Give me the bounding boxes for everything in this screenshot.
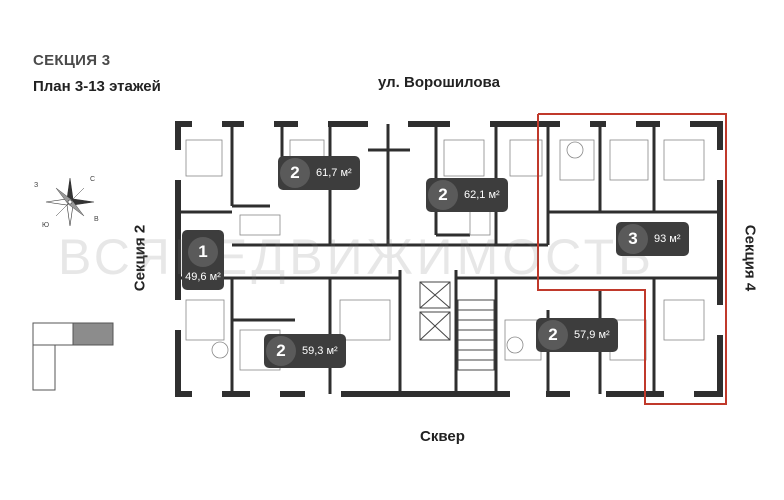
apartment-area: 49,6 м²	[185, 271, 221, 283]
street-label: ул. Ворошилова	[378, 74, 500, 91]
apartment-rooms: 2	[280, 158, 310, 188]
square-label: Сквер	[420, 428, 465, 445]
apartment-badge[interactable]: 3 93 м²	[616, 222, 689, 256]
apartment-area: 62,1 м²	[464, 189, 500, 201]
apartment-area: 59,3 м²	[302, 345, 338, 357]
apartment-area: 61,7 м²	[316, 167, 352, 179]
apartment-rooms: 2	[266, 336, 296, 366]
apartment-rooms: 2	[428, 180, 458, 210]
apartment-badge[interactable]: 2 59,3 м²	[264, 334, 346, 368]
apartment-badge[interactable]: 1 49,6 м²	[182, 230, 224, 290]
apartment-area: 57,9 м²	[574, 329, 610, 341]
compass-north-letter: С	[90, 176, 96, 183]
apartment-area: 93 м²	[654, 233, 681, 245]
apartment-rooms: 1	[188, 237, 218, 267]
compass-west-letter: З	[34, 182, 39, 189]
section-title: СЕКЦИЯ 3	[33, 52, 111, 69]
compass-south-letter: Ю	[42, 222, 50, 229]
apartment-rooms: 3	[618, 224, 648, 254]
compass-rose-icon	[45, 177, 95, 227]
selected-apartment-outline	[537, 113, 727, 405]
apartment-badge[interactable]: 2 61,7 м²	[278, 156, 360, 190]
apartment-rooms: 2	[538, 320, 568, 350]
compass: С В Ю З	[30, 172, 110, 232]
apartment-badge[interactable]: 2 57,9 м²	[536, 318, 618, 352]
compass-east-letter: В	[94, 216, 99, 223]
plan-title: План 3-13 этажей	[33, 78, 161, 95]
apartment-badge[interactable]: 2 62,1 м²	[426, 178, 508, 212]
